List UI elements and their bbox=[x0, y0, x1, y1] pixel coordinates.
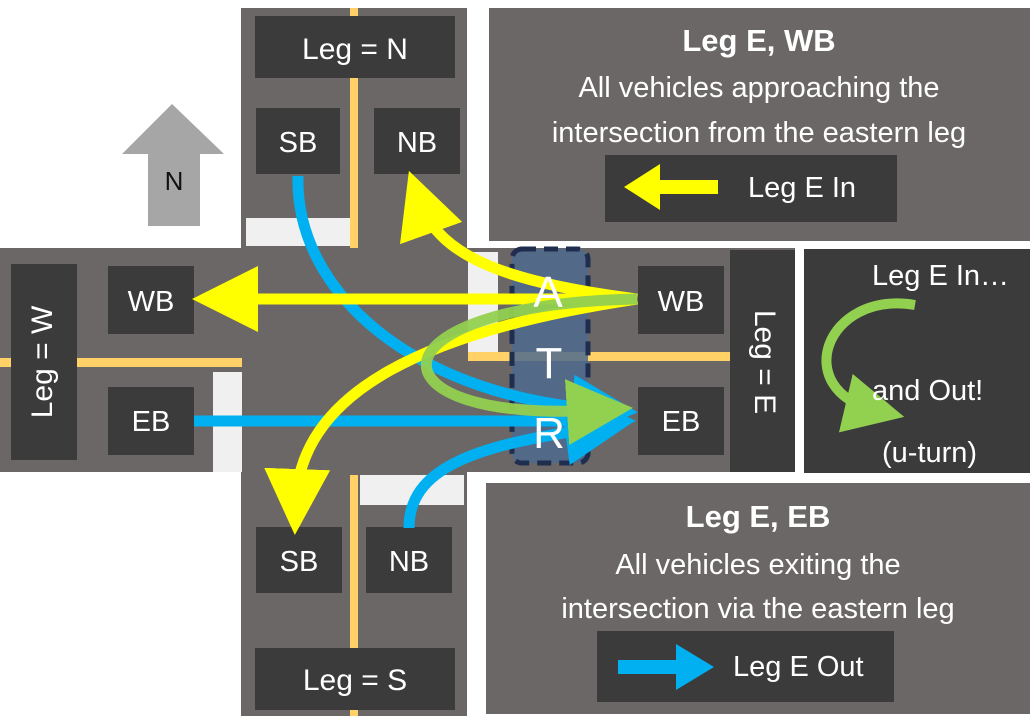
info-panel-wb-line2: intersection from the eastern leg bbox=[552, 117, 966, 149]
legend-leg-e-out: Leg E Out bbox=[597, 631, 894, 702]
lane-west-eb: EB bbox=[108, 387, 194, 455]
center-line-north bbox=[350, 8, 358, 248]
legend-leg-e-in-label: Leg E In bbox=[748, 172, 856, 204]
lane-east-wb-text: WB bbox=[658, 286, 705, 318]
info-panel-wb-title: Leg E, WB bbox=[682, 23, 835, 58]
legend-leg-e-out-label: Leg E Out bbox=[733, 651, 864, 683]
lane-south-sb: SB bbox=[256, 527, 342, 593]
lane-east-eb-text: EB bbox=[662, 406, 701, 438]
lane-north-sb: SB bbox=[256, 108, 340, 174]
info-panel-eb-title: Leg E, EB bbox=[686, 499, 831, 534]
lane-south-nb-text: NB bbox=[389, 546, 429, 578]
info-panel-uturn-line2: and Out! bbox=[872, 375, 983, 407]
lane-east-eb: EB bbox=[638, 387, 724, 455]
lane-north-nb: NB bbox=[374, 108, 460, 174]
leg-label-north: Leg = N bbox=[255, 16, 455, 78]
info-panel-uturn-line3: (u-turn) bbox=[882, 437, 977, 469]
leg-label-south-text: Leg = S bbox=[303, 664, 407, 697]
flow-yellow-east-to-north bbox=[400, 170, 638, 305]
info-panel-wb-line1: All vehicles approaching the bbox=[578, 72, 939, 104]
info-panel-eb-line1: All vehicles exiting the bbox=[615, 549, 900, 581]
lane-west-wb-text: WB bbox=[128, 286, 175, 318]
lane-south-nb: NB bbox=[366, 527, 452, 593]
info-panel-eb: Leg E, EB All vehicles exiting the inter… bbox=[486, 483, 1030, 714]
green-u-turn-arrow-icon bbox=[821, 298, 916, 433]
leg-label-west: Leg = W bbox=[11, 264, 77, 460]
center-lines bbox=[0, 8, 730, 716]
info-panel-uturn-line1: Leg E In… bbox=[872, 260, 1009, 292]
lane-east-wb: WB bbox=[638, 266, 724, 334]
leg-label-east-text: Leg = E bbox=[748, 310, 781, 414]
flow-blue-north-to-east bbox=[292, 175, 638, 441]
center-line-south bbox=[350, 475, 358, 716]
lane-south-sb-text: SB bbox=[280, 546, 319, 578]
lane-north-sb-text: SB bbox=[279, 127, 318, 159]
lane-north-nb-text: NB bbox=[397, 127, 437, 159]
lane-west-wb: WB bbox=[108, 266, 194, 334]
legend-leg-e-in: Leg E In bbox=[605, 155, 897, 222]
flow-blue-south-to-east bbox=[403, 399, 631, 529]
lane-labels: SB NB WB EB SB NB WB EB bbox=[108, 108, 724, 593]
leg-label-west-text: Leg = W bbox=[26, 305, 59, 418]
lane-west-eb-text: EB bbox=[132, 406, 171, 438]
center-line-east bbox=[468, 352, 730, 361]
atr-letter-r: R bbox=[533, 409, 565, 458]
north-arrow-icon: N bbox=[122, 104, 224, 226]
info-panel-uturn: Leg E In… and Out! (u-turn) bbox=[804, 249, 1030, 473]
center-line-west bbox=[0, 358, 242, 367]
north-arrow-label: N bbox=[165, 166, 184, 196]
flow-yellow-east-to-south bbox=[264, 293, 638, 535]
atr-letter-t: T bbox=[536, 339, 563, 388]
leg-label-south: Leg = S bbox=[255, 648, 455, 710]
yellow-left-arrow-icon bbox=[624, 164, 718, 210]
flow-arrows bbox=[192, 170, 638, 535]
blue-right-arrow-icon bbox=[618, 644, 714, 690]
info-panel-wb: Leg E, WB All vehicles approaching the i… bbox=[489, 8, 1030, 241]
atr-letters: A T R bbox=[533, 268, 565, 458]
info-panel-eb-line2: intersection via the eastern leg bbox=[561, 593, 954, 625]
flow-green-u-turn bbox=[421, 293, 638, 446]
leg-label-north-text: Leg = N bbox=[302, 33, 408, 66]
atr-letter-a: A bbox=[533, 268, 563, 317]
leg-label-east: Leg = E bbox=[730, 250, 795, 472]
